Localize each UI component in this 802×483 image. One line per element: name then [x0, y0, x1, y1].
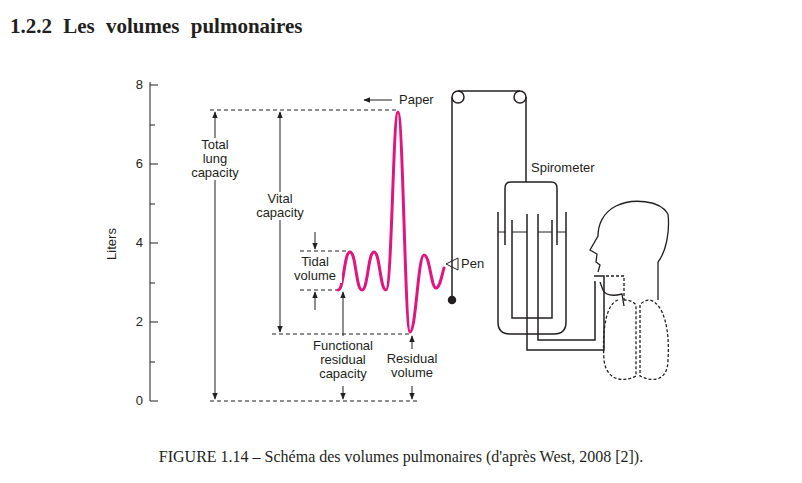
spirometer-apparatus [449, 91, 605, 350]
y-axis [150, 82, 158, 401]
tick-value: 2 [136, 315, 143, 329]
tick-value: 4 [136, 236, 143, 250]
volume-label: Total lung capacity [187, 138, 243, 180]
pen-label: Pen [461, 257, 484, 271]
figure-caption: FIGURE 1.14 – Schéma des volumes pulmona… [159, 448, 643, 466]
tick-value: 0 [136, 394, 143, 408]
volume-label: Functional residual capacity [308, 339, 378, 381]
subject-head [590, 201, 669, 379]
volume-label: Vital capacity [251, 192, 309, 220]
volume-label: Tidal volume [288, 255, 342, 283]
volume-label: Residual volume [381, 352, 443, 380]
axis-title: Liters [105, 228, 119, 260]
tick-value: 8 [136, 78, 143, 92]
apparatus-label: Spirometer [531, 161, 595, 175]
section-heading: 1.2.2 Les volumes pulmonaires [10, 14, 302, 39]
tick-value: 6 [136, 157, 143, 171]
paper-label: Paper [399, 93, 434, 107]
spirogram-trace [338, 112, 444, 332]
